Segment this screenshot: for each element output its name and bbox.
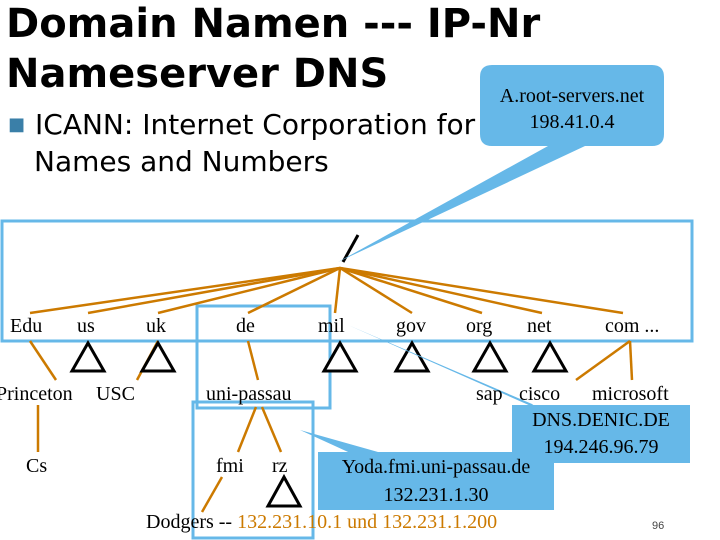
sld-usc: USC <box>96 383 135 405</box>
slide-title-line2: Nameserver DNS <box>6 51 389 97</box>
tld-de: de <box>236 315 255 337</box>
tld-net: net <box>527 315 552 337</box>
triangle-icon <box>321 339 359 373</box>
triangle-icon <box>393 339 431 373</box>
slide-title-line1: Domain Namen --- IP-Nr <box>6 1 541 47</box>
triangle-icon <box>139 339 177 373</box>
tld-edu: Edu <box>10 315 43 337</box>
root-edges <box>29 266 624 315</box>
tld-level-highlight <box>0 219 694 343</box>
tld-us: us <box>77 315 95 337</box>
bullet-line2: Names and Numbers <box>34 145 329 178</box>
denic-callout-name: DNS.DENIC.DE <box>532 409 670 431</box>
root-callout-ip: 198.41.0.4 <box>529 111 615 133</box>
tld-com: com ... <box>605 315 660 337</box>
fmi-callout <box>318 452 554 510</box>
host-fmi: fmi <box>216 455 244 477</box>
triangle-icon <box>69 339 107 373</box>
fmi-callout-name: Yoda.fmi.uni-passau.de <box>341 456 531 478</box>
root-callout-name: A.root-servers.net <box>499 85 645 107</box>
triangle-icon <box>265 473 303 508</box>
tld-uk: uk <box>146 315 166 337</box>
sld-princeton: Princeton <box>0 383 73 405</box>
dodgers-ip-values: 132.231.10.1 und 132.231.1.200 <box>237 511 498 533</box>
bullet-square-icon: ■ <box>8 114 26 135</box>
triangle-icon <box>531 339 569 373</box>
sld-uni-passau: uni-passau <box>206 383 292 405</box>
page-number: 96 <box>652 520 665 532</box>
tld-org: org <box>466 315 493 337</box>
dodgers-line: Dodgers -- 132.231.10.1 und 132.231.1.20… <box>146 512 497 532</box>
denic-callout-ip: 194.246.96.79 <box>543 436 659 458</box>
sld-sap: sap <box>476 383 503 405</box>
host-rz: rz <box>272 455 288 477</box>
subtree-triangles <box>69 339 569 508</box>
sld-cisco: cisco <box>519 383 561 405</box>
tld-gov: gov <box>396 315 426 337</box>
triangle-icon <box>471 339 509 373</box>
tld-mil: mil <box>318 315 345 337</box>
dodgers-prefix: Dodgers -- <box>146 511 238 533</box>
host-cs: Cs <box>26 455 48 477</box>
denic-callout-pointer <box>348 325 540 410</box>
sld-microsoft: microsoft <box>592 383 669 405</box>
fmi-callout-ip: 132.231.1.30 <box>383 484 489 506</box>
root-slash <box>341 234 360 263</box>
uni-passau-highlight <box>191 400 315 540</box>
root-server-callout <box>338 65 664 262</box>
